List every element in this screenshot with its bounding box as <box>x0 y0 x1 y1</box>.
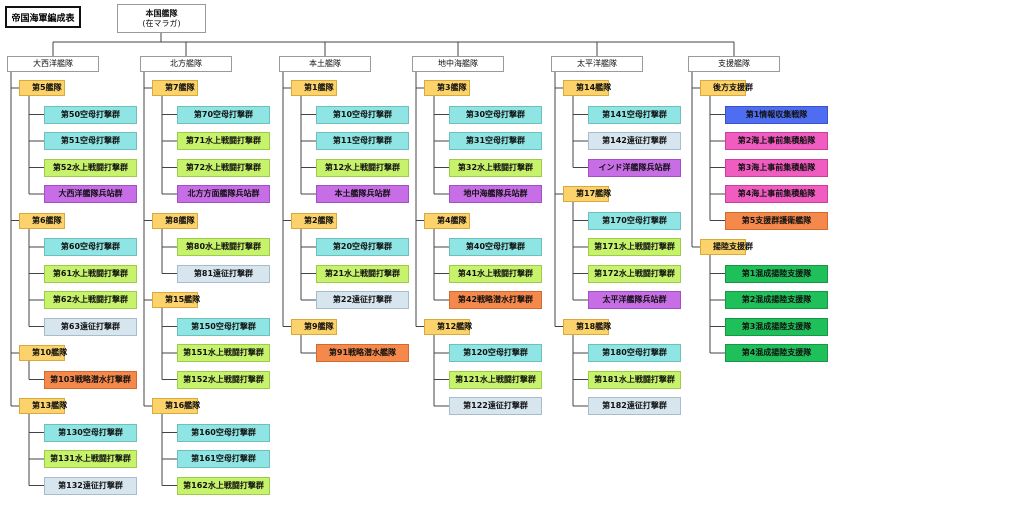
unit-node: 第182遠征打撃群 <box>588 397 681 415</box>
unit-node: 第2混成揚陸支援隊 <box>725 291 828 309</box>
division-node: 揚陸支援群 <box>700 239 753 255</box>
unit-node: 第150空母打撃群 <box>177 317 270 336</box>
division-node: 第14艦隊 <box>563 80 611 96</box>
division-node: 第16艦隊 <box>152 398 200 414</box>
unit-node: 第120空母打撃群 <box>449 344 542 362</box>
unit-node: 第71水上戦闘打撃群 <box>177 132 270 150</box>
unit-node: 第170空母打撃群 <box>588 211 681 230</box>
division-node: 第13艦隊 <box>19 398 67 414</box>
unit-node: 第22遠征打撃群 <box>316 291 409 309</box>
unit-node: 第10空母打撃群 <box>316 105 409 124</box>
unit-node: 第41水上戦闘打撃群 <box>449 264 542 283</box>
fleet-node: 大西洋艦隊 <box>7 56 99 72</box>
unit-node: 第5支援群護衛艦隊 <box>725 211 828 230</box>
unit-node: 第4混成揚陸支援隊 <box>725 344 828 362</box>
unit-node: 第21水上戦闘打撃群 <box>316 264 409 283</box>
unit-node: 第3海上事前集積船隊 <box>725 158 828 177</box>
fleet-node: 北方艦隊 <box>140 56 232 72</box>
division-node: 第15艦隊 <box>152 292 200 308</box>
unit-node: 北方方面艦隊兵站群 <box>177 185 270 203</box>
fleet-node: 地中海艦隊 <box>412 56 504 72</box>
unit-node: 第30空母打撃群 <box>449 105 542 124</box>
chart-title: 帝国海軍編成表 <box>5 6 81 28</box>
unit-node: 第142遠征打撃群 <box>588 132 681 150</box>
unit-node: 地中海艦隊兵站群 <box>449 185 542 203</box>
unit-node: 第132遠征打撃群 <box>44 476 137 495</box>
unit-node: 第131水上戦闘打撃群 <box>44 450 137 468</box>
division-node: 第10艦隊 <box>19 345 67 361</box>
unit-node: 第11空母打撃群 <box>316 132 409 150</box>
unit-node: 第130空母打撃群 <box>44 423 137 442</box>
unit-node: 第60空母打撃群 <box>44 238 137 256</box>
unit-node: 第162水上戦闘打撃群 <box>177 476 270 495</box>
unit-node: 第1情報収集戦隊 <box>725 105 828 124</box>
unit-node: 第3混成揚陸支援隊 <box>725 317 828 336</box>
unit-node: 第4海上事前集積船隊 <box>725 185 828 203</box>
unit-node: 第63遠征打撃群 <box>44 317 137 336</box>
fleet-node: 太平洋艦隊 <box>551 56 643 72</box>
division-node: 第6艦隊 <box>19 212 65 229</box>
division-node: 第8艦隊 <box>152 212 198 229</box>
division-node: 第3艦隊 <box>424 80 470 96</box>
unit-node: 第151水上戦闘打撃群 <box>177 344 270 362</box>
unit-node: 第62水上戦闘打撃群 <box>44 291 137 309</box>
unit-node: 第160空母打撃群 <box>177 423 270 442</box>
division-node: 第1艦隊 <box>291 80 337 96</box>
division-node: 第2艦隊 <box>291 212 337 229</box>
unit-node: 第172水上戦闘打撃群 <box>588 264 681 283</box>
division-node: 第7艦隊 <box>152 80 198 96</box>
division-node: 第12艦隊 <box>424 318 472 335</box>
unit-node: インド洋艦隊兵站群 <box>588 158 681 177</box>
unit-node: 第72水上戦闘打撃群 <box>177 158 270 177</box>
division-node: 第17艦隊 <box>563 186 611 202</box>
unit-node: 第50空母打撃群 <box>44 105 137 124</box>
unit-node: 第81遠征打撃群 <box>177 264 270 283</box>
division-node: 第5艦隊 <box>19 80 65 96</box>
root-name: 本国艦隊 <box>145 9 178 19</box>
root-location: (在マラガ) <box>142 18 181 28</box>
unit-node: 第32水上戦闘打撃群 <box>449 158 542 177</box>
unit-node: 大西洋艦隊兵站群 <box>44 185 137 203</box>
unit-node: 第51空母打撃群 <box>44 132 137 150</box>
unit-node: 第122遠征打撃群 <box>449 397 542 415</box>
unit-node: 第42戦略潜水打撃群 <box>449 291 542 309</box>
division-node: 第9艦隊 <box>291 318 337 335</box>
unit-node: 第91戦略潜水艦隊 <box>316 344 409 362</box>
unit-node: 第12水上戦闘打撃群 <box>316 158 409 177</box>
unit-node: 第180空母打撃群 <box>588 344 681 362</box>
unit-node: 太平洋艦隊兵站群 <box>588 291 681 309</box>
unit-node: 第40空母打撃群 <box>449 238 542 256</box>
unit-node: 第171水上戦闘打撃群 <box>588 238 681 256</box>
unit-node: 第31空母打撃群 <box>449 132 542 150</box>
root-node-home-fleet: 本国艦隊 (在マラガ) <box>117 4 206 33</box>
unit-node: 第52水上戦闘打撃群 <box>44 158 137 177</box>
unit-node: 本土艦隊兵站群 <box>316 185 409 203</box>
unit-node: 第152水上戦闘打撃群 <box>177 370 270 389</box>
division-node: 後方支援群 <box>700 80 753 96</box>
fleet-node: 支援艦隊 <box>688 56 780 72</box>
unit-node: 第61水上戦闘打撃群 <box>44 264 137 283</box>
division-node: 第4艦隊 <box>424 212 470 229</box>
unit-node: 第141空母打撃群 <box>588 105 681 124</box>
unit-node: 第80水上戦闘打撃群 <box>177 238 270 256</box>
unit-node: 第2海上事前集積船隊 <box>725 132 828 150</box>
unit-node: 第20空母打撃群 <box>316 238 409 256</box>
unit-node: 第181水上戦闘打撃群 <box>588 370 681 389</box>
unit-node: 第161空母打撃群 <box>177 450 270 468</box>
division-node: 第18艦隊 <box>563 318 611 335</box>
unit-node: 第103戦略潜水打撃群 <box>44 370 137 389</box>
unit-node: 第1混成揚陸支援隊 <box>725 264 828 283</box>
unit-node: 第70空母打撃群 <box>177 105 270 124</box>
unit-node: 第121水上戦闘打撃群 <box>449 370 542 389</box>
fleet-node: 本土艦隊 <box>279 56 371 72</box>
